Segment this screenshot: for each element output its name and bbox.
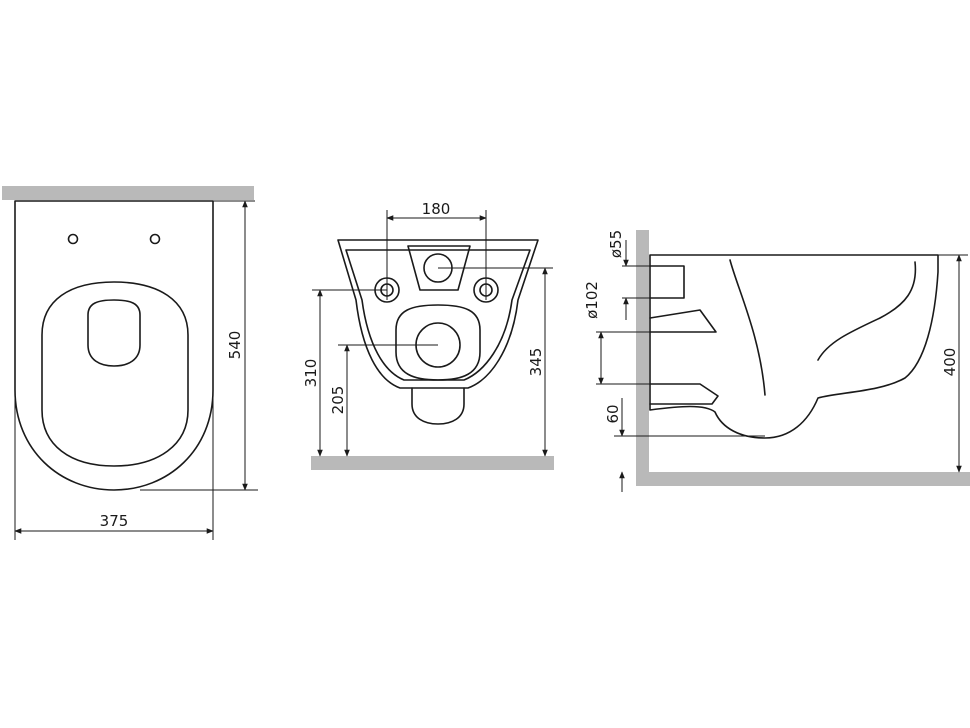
back-plate-outline [337, 239, 539, 389]
outlet-diameter-label: ø102 [583, 281, 601, 319]
bowl-inner-profile [729, 259, 917, 396]
bolt-spacing-label: 180 [422, 200, 451, 218]
side-floor [636, 472, 970, 486]
outlet-frame [395, 304, 481, 381]
side-wall [636, 230, 649, 486]
top-view: 375 540 [2, 186, 258, 540]
outlet-height-label: 205 [329, 386, 347, 415]
inlet-stub [649, 265, 685, 299]
rim-height-label: 345 [527, 348, 545, 377]
support-flange [649, 309, 717, 333]
bottom-offset-label: 60 [604, 404, 622, 423]
total-height-label: 400 [941, 348, 959, 377]
width-label: 375 [100, 512, 129, 530]
bowl-outline [14, 200, 214, 491]
inlet-frame [407, 245, 471, 291]
back-plate-inner [345, 249, 531, 381]
outlet-stub [649, 383, 719, 405]
mounting-hole-right [149, 233, 161, 245]
seat-outline [41, 281, 189, 467]
bolt-height-label: 310 [302, 359, 320, 388]
floor-strip [311, 456, 554, 470]
mounting-hole-left [67, 233, 79, 245]
bowl-profile [649, 254, 939, 439]
side-view: ø55 ø102 60 400 [583, 230, 970, 492]
top-view-wall [2, 186, 254, 200]
length-label: 540 [226, 331, 244, 360]
front-view: 180 310 205 345 [302, 200, 554, 470]
bowl-opening [87, 299, 141, 367]
inlet-diameter-label: ø55 [607, 230, 625, 258]
outlet-stub [411, 387, 465, 425]
